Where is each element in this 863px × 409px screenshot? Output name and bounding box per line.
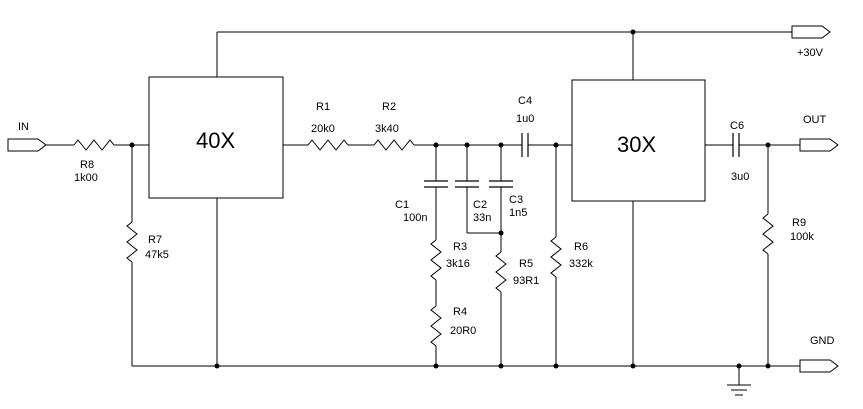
r5-value: 93R1 <box>513 275 539 287</box>
r9-ref: R9 <box>792 217 806 229</box>
ground-rail <box>132 363 800 369</box>
r3-value: 3k16 <box>446 258 470 270</box>
r7-value: 47k5 <box>145 249 169 261</box>
vplus-label: +30V <box>797 47 824 59</box>
resistor-r8: R8 1k00 <box>73 139 115 184</box>
capacitor-c6: C6 3u0 <box>730 120 749 183</box>
c1-ref: C1 <box>395 199 409 211</box>
c1-value: 100n <box>403 212 427 224</box>
r8-value: 1k00 <box>74 172 98 184</box>
capacitor-c3: C3 1n5 <box>489 180 527 219</box>
gnd-label: GND <box>810 335 835 347</box>
r5-ref: R5 <box>519 258 533 270</box>
r3-ref: R3 <box>453 241 467 253</box>
gnd-port: GND <box>799 335 839 373</box>
c6-ref: C6 <box>730 120 744 132</box>
r2-value: 3k40 <box>375 123 399 135</box>
resistor-r3: R3 3k16 <box>430 239 470 281</box>
resistor-r9: R9 100k <box>762 213 814 255</box>
r4-value: 20R0 <box>450 325 476 337</box>
r7-ref: R7 <box>148 234 162 246</box>
out-port: OUT <box>799 114 839 152</box>
c2-value: 33n <box>473 212 491 224</box>
c6-value: 3u0 <box>731 171 749 183</box>
out-label: OUT <box>803 114 827 126</box>
capacitor-c1: C1 100n <box>395 180 448 224</box>
resistor-r6: R6 332k <box>550 236 593 278</box>
c4-ref: C4 <box>518 95 532 107</box>
capacitor-c4: C4 1u0 <box>516 95 534 157</box>
r9-value: 100k <box>790 231 814 243</box>
ground-symbol <box>727 366 751 396</box>
r6-ref: R6 <box>574 241 588 253</box>
r6-value: 332k <box>569 258 593 270</box>
c4-value: 1u0 <box>516 113 534 125</box>
supply-rail <box>216 29 792 80</box>
in-port: IN <box>7 121 47 152</box>
amp1-label: 40X <box>196 128 235 153</box>
amplifier-30x: 30X <box>571 79 706 202</box>
r1-ref: R1 <box>316 101 330 113</box>
resistor-r2: R2 3k40 <box>373 101 415 151</box>
amplifier-40x: 40X <box>148 76 284 199</box>
r8-ref: R8 <box>80 159 94 171</box>
r2-ref: R2 <box>382 101 396 113</box>
resistor-r7: R7 47k5 <box>126 221 169 263</box>
resistor-r5: R5 93R1 <box>495 251 539 293</box>
c3-value: 1n5 <box>509 207 527 219</box>
c3-ref: C3 <box>509 194 523 206</box>
vplus-port: +30V <box>791 25 831 59</box>
amp2-label: 30X <box>617 132 656 157</box>
r4-ref: R4 <box>453 306 467 318</box>
resistor-r1: R1 20k0 <box>307 101 349 151</box>
c2-ref: C2 <box>473 199 487 211</box>
resistor-r4: R4 20R0 <box>430 305 476 347</box>
in-label: IN <box>18 121 29 133</box>
capacitor-c2: C2 33n <box>455 180 491 224</box>
r1-value: 20k0 <box>311 123 335 135</box>
